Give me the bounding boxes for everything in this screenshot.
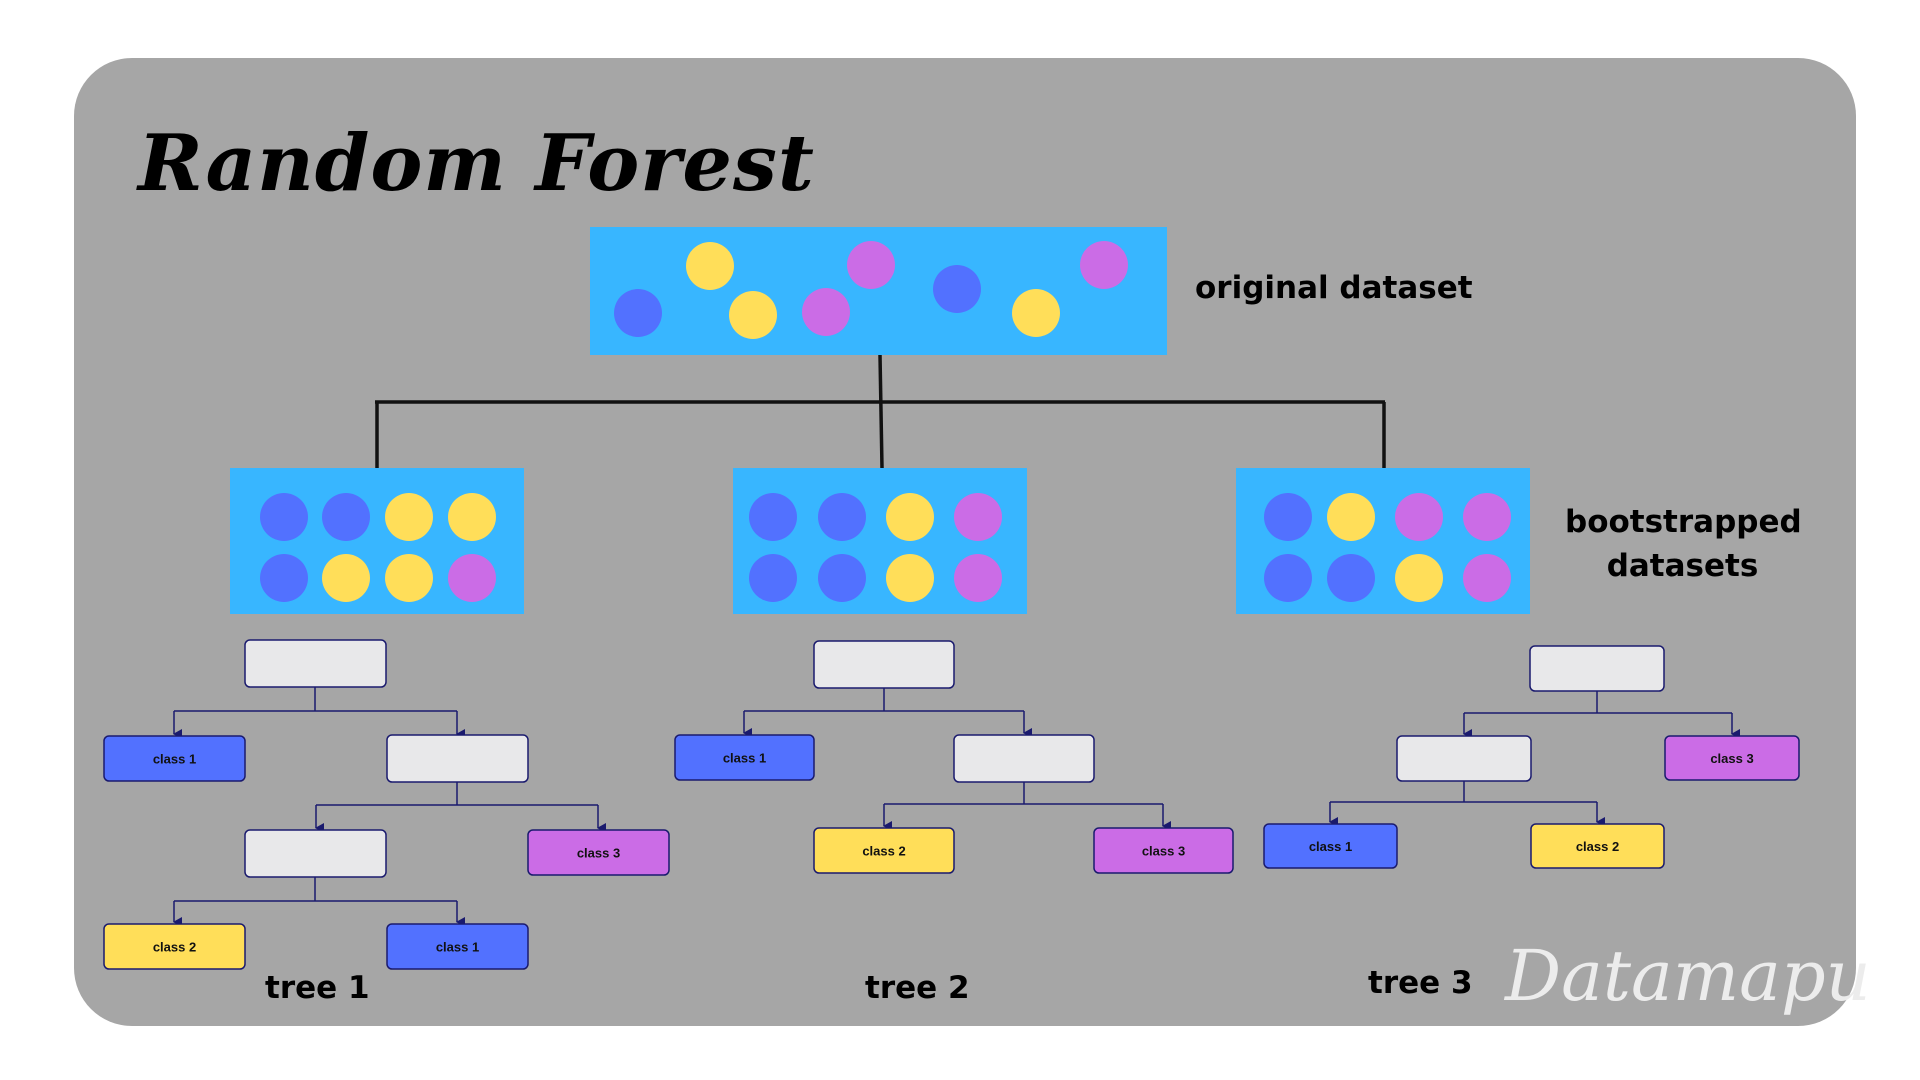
decision-node — [244, 829, 387, 878]
leaf-node: class 1 — [103, 735, 246, 782]
diagram-title: Random Forest — [138, 118, 815, 209]
leaf-node: class 1 — [386, 923, 529, 970]
data-point-yellow — [1012, 289, 1060, 337]
data-point-purple — [802, 288, 850, 336]
leaf-box — [813, 827, 955, 874]
bootstrapped-label-line2: datasets — [1606, 548, 1759, 584]
data-point-blue — [1327, 554, 1375, 602]
data-point-blue — [749, 554, 797, 602]
data-point-yellow — [385, 493, 433, 541]
tree-1-label: tree 1 — [265, 970, 370, 1006]
leaf-node: class 2 — [1530, 823, 1665, 869]
leaf-node: class 1 — [1263, 823, 1398, 869]
data-point-yellow — [886, 554, 934, 602]
data-point-blue — [260, 554, 308, 602]
leaf-label: class 1 — [723, 751, 766, 766]
leaf-node: class 3 — [1664, 735, 1800, 781]
data-point-blue — [1264, 554, 1312, 602]
leaf-box — [1093, 827, 1234, 874]
data-point-blue — [818, 554, 866, 602]
leaf-box — [1664, 735, 1800, 781]
tree-2-label: tree 2 — [865, 970, 970, 1006]
leaf-label: class 3 — [1710, 751, 1753, 766]
leaf-box — [1530, 823, 1665, 869]
leaf-box — [527, 829, 670, 876]
bootstrapped-label-line1: bootstrapped — [1565, 504, 1802, 540]
leaf-box — [103, 923, 246, 970]
data-point-purple — [954, 493, 1002, 541]
leaf-label: class 3 — [1142, 844, 1185, 859]
data-point-purple — [448, 554, 496, 602]
original-dataset-label: original dataset — [1195, 270, 1473, 306]
leaf-node: class 3 — [1093, 827, 1234, 874]
leaf-node: class 2 — [103, 923, 246, 970]
data-point-yellow — [322, 554, 370, 602]
leaf-label: class 1 — [1309, 839, 1352, 854]
decision-node — [953, 734, 1095, 783]
leaf-box — [386, 923, 529, 970]
leaf-node: class 1 — [674, 734, 815, 781]
data-point-blue — [614, 289, 662, 337]
leaf-node: class 3 — [527, 829, 670, 876]
data-point-blue — [260, 493, 308, 541]
leaf-label: class 2 — [153, 940, 196, 955]
tree-3-label: tree 3 — [1368, 965, 1473, 1001]
data-point-purple — [1463, 554, 1511, 602]
decision-node — [1396, 735, 1532, 782]
data-point-yellow — [886, 493, 934, 541]
data-point-yellow — [1395, 554, 1443, 602]
data-point-purple — [954, 554, 1002, 602]
decision-node — [386, 734, 529, 783]
leaf-box — [674, 734, 815, 781]
decision-node — [813, 640, 955, 689]
bootstrapped-datasets-label: bootstrapped datasets — [1565, 500, 1802, 588]
leaf-box — [103, 735, 246, 782]
data-point-purple — [1463, 493, 1511, 541]
leaf-label: class 2 — [1576, 839, 1619, 854]
data-point-blue — [1264, 493, 1312, 541]
leaf-label: class 1 — [153, 752, 196, 767]
data-point-yellow — [1327, 493, 1375, 541]
connector-stem — [878, 354, 884, 469]
leaf-label: class 1 — [436, 940, 479, 955]
leaf-node: class 2 — [813, 827, 955, 874]
data-point-purple — [1080, 241, 1128, 289]
data-point-purple — [847, 241, 895, 289]
decision-node — [244, 639, 387, 688]
data-point-yellow — [729, 291, 777, 339]
leaf-box — [1263, 823, 1398, 869]
data-point-blue — [749, 493, 797, 541]
data-point-blue — [933, 265, 981, 313]
data-point-yellow — [448, 493, 496, 541]
decision-node — [1529, 645, 1665, 692]
data-point-blue — [818, 493, 866, 541]
data-point-yellow — [686, 242, 734, 290]
leaf-label: class 2 — [862, 844, 905, 859]
data-point-purple — [1395, 493, 1443, 541]
datamapu-watermark: Datamapu — [1505, 935, 1871, 1017]
leaf-label: class 3 — [577, 846, 620, 861]
data-point-blue — [322, 493, 370, 541]
data-point-yellow — [385, 554, 433, 602]
